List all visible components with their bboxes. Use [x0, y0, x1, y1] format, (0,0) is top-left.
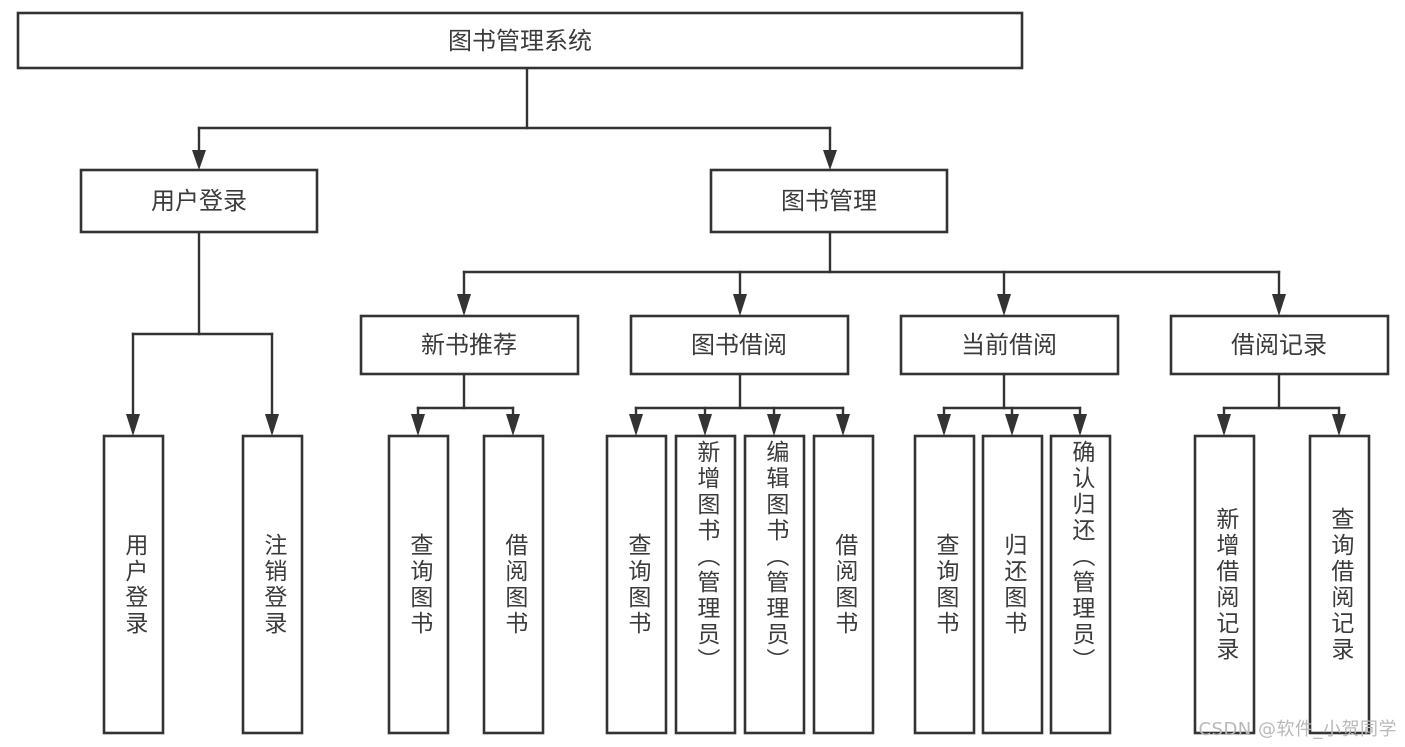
arrow-head-l3-2 [733, 294, 747, 316]
node-new-book-recommend-label: 新书推荐 [421, 331, 517, 359]
arrow-head-recommend-leaf-2 [506, 414, 520, 436]
node-book-borrow-label: 图书借阅 [691, 331, 787, 359]
watermark: CSDN @软件_小贺同学 [1198, 719, 1397, 740]
node-borrow-record-rect[interactable] [1169, 314, 1390, 376]
arrow-head-current-leaf-1 [937, 414, 951, 436]
node-new-book-recommend-rect[interactable] [359, 314, 580, 376]
leaf-rect-record-2[interactable] [1308, 434, 1371, 735]
node-book-borrow[interactable]: 图书借阅 [629, 314, 850, 376]
node-book-borrow-rect[interactable] [629, 314, 850, 376]
node-user-login-rect[interactable] [79, 168, 319, 234]
leaf-rect-borrow-1[interactable] [605, 434, 668, 735]
leaf-rect-borrow-3[interactable] [743, 434, 806, 735]
leaf-rect-recommend-2[interactable] [482, 434, 545, 735]
arrow-head-record-leaf-1 [1217, 414, 1231, 436]
node-book-manage-label: 图书管理 [781, 187, 877, 215]
node-root-label: 图书管理系统 [448, 27, 592, 55]
leaf-rect-record-1[interactable] [1193, 434, 1256, 735]
arrow-head-user-login [192, 150, 206, 170]
node-new-book-recommend[interactable]: 新书推荐 [359, 314, 580, 376]
arrow-head-current-leaf-2 [1005, 414, 1019, 436]
arrow-head-record-leaf-2 [1332, 414, 1346, 436]
node-root-rect[interactable] [16, 11, 1024, 70]
arrow-head-borrow-leaf-2 [698, 414, 712, 436]
leaf-rect-current-1[interactable] [913, 434, 976, 735]
arrow-head-book-manage [823, 150, 837, 170]
arrow-head-borrow-leaf-4 [836, 414, 850, 436]
node-current-borrow-rect[interactable] [899, 314, 1120, 376]
arrow-head-borrow-leaf-3 [767, 414, 781, 436]
leaf-rect-borrow-2[interactable] [674, 434, 737, 735]
leaf-rect-user-login-1[interactable] [102, 434, 165, 735]
leaf-rect-recommend-1[interactable] [387, 434, 450, 735]
arrow-head-l3-1 [457, 294, 471, 316]
arrow-head-user-login-leaf-1 [126, 414, 140, 436]
leaf-rect-current-3[interactable] [1049, 434, 1112, 735]
leaf-rect-current-2[interactable] [981, 434, 1044, 735]
node-current-borrow[interactable]: 当前借阅 [899, 314, 1120, 376]
node-borrow-record-label: 借阅记录 [1231, 331, 1327, 359]
arrow-head-l3-3 [997, 294, 1011, 316]
arrow-head-current-leaf-3 [1073, 414, 1087, 436]
connector-group [126, 66, 1346, 436]
node-current-borrow-label: 当前借阅 [961, 331, 1057, 359]
leaf-rect-borrow-4[interactable] [812, 434, 875, 735]
arrow-head-recommend-leaf-1 [411, 414, 425, 436]
leaf-rect-user-login-2[interactable] [241, 434, 304, 735]
node-root[interactable]: 图书管理系统 [16, 11, 1024, 70]
node-book-manage[interactable]: 图书管理 [709, 168, 949, 234]
node-borrow-record[interactable]: 借阅记录 [1169, 314, 1390, 376]
leaf-rect-group [102, 434, 1371, 735]
node-user-login-label: 用户登录 [151, 187, 247, 215]
arrow-head-user-login-leaf-2 [265, 414, 279, 436]
node-user-login[interactable]: 用户登录 [79, 168, 319, 234]
node-book-manage-rect[interactable] [709, 168, 949, 234]
arrow-head-l3-4 [1272, 294, 1286, 316]
arrow-head-borrow-leaf-1 [629, 414, 643, 436]
